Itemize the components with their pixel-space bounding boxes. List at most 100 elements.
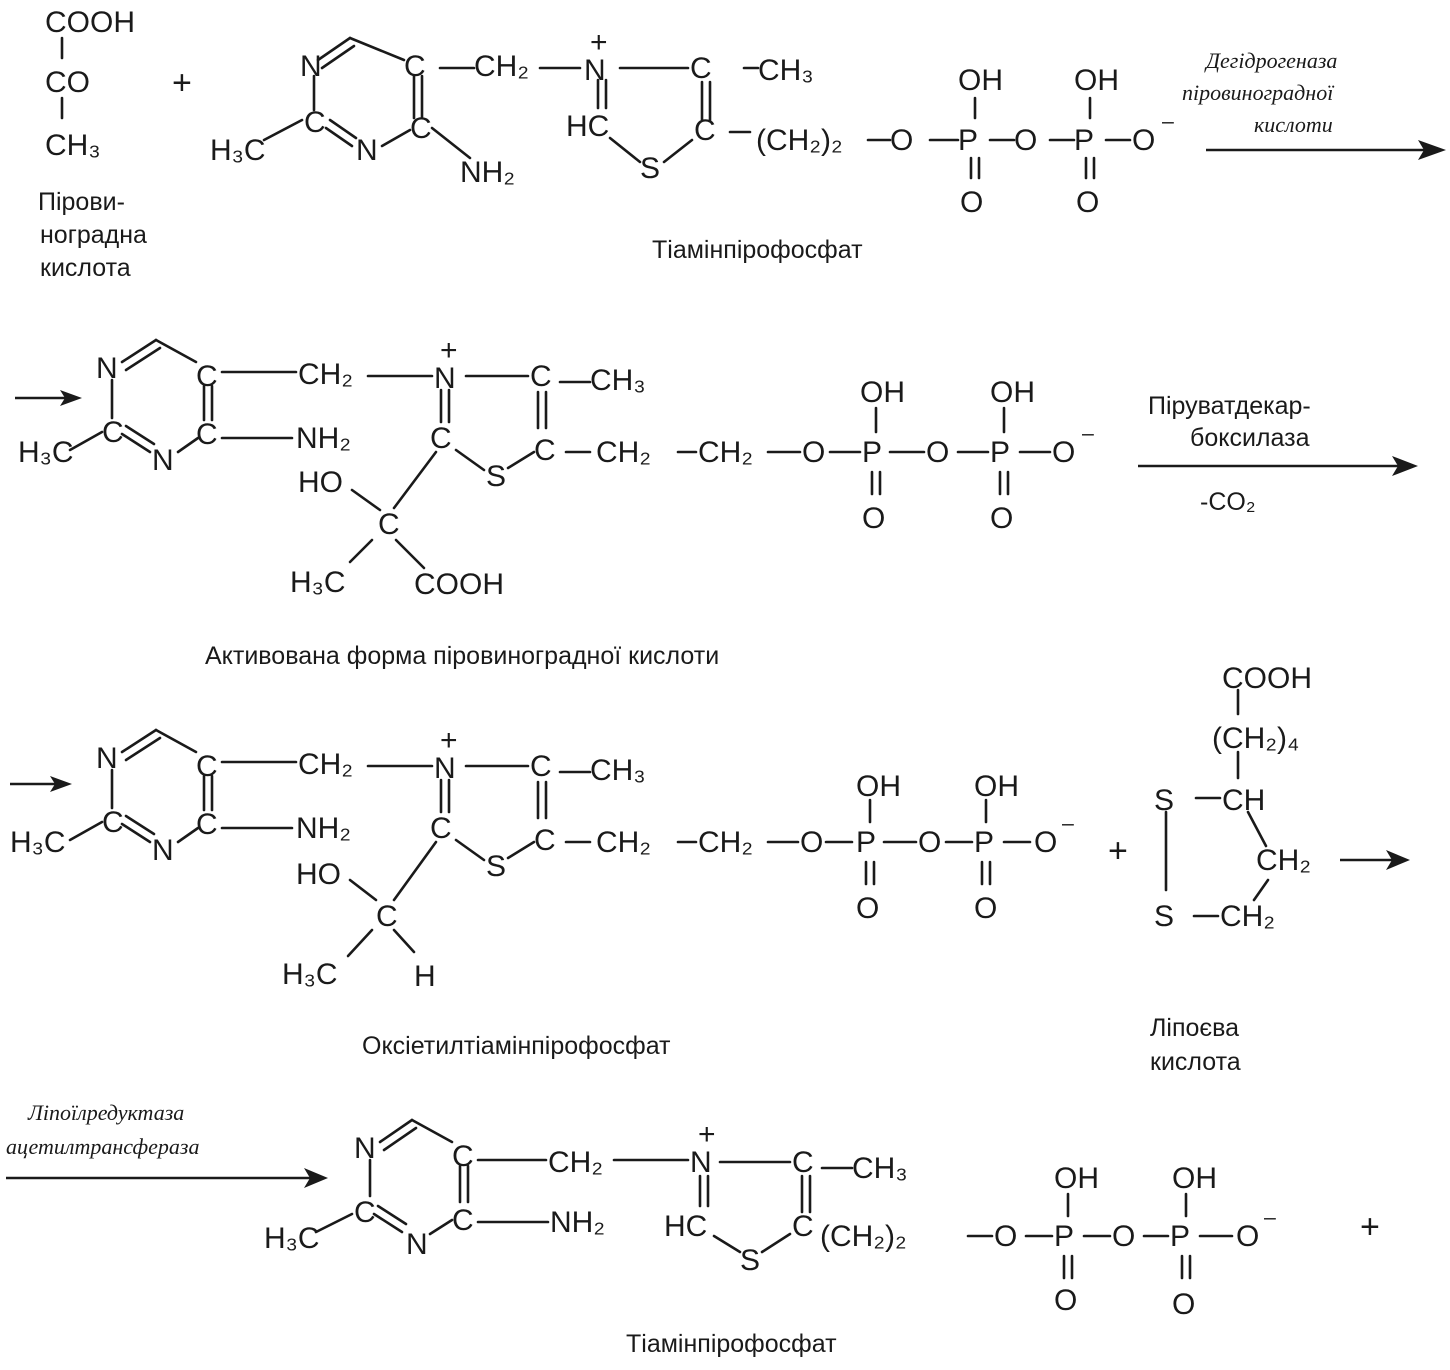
he-p2-o: O xyxy=(974,892,997,925)
lipoic-ch2-b: CH₂ xyxy=(1220,900,1275,933)
enzyme-label-1: Дегідрогеназа піровиноградної кислоти xyxy=(1182,48,1446,160)
pyruvate-caption-1: Пірови- xyxy=(38,188,125,216)
he-ch3: CH₃ xyxy=(590,754,646,787)
tpp2-ethylene: (CH₂)₂ xyxy=(820,1220,907,1253)
tpp2-caption: Тіамінпірофосфат xyxy=(626,1330,837,1358)
ap-thiazolium-n: N xyxy=(434,362,456,395)
ap-c5: C xyxy=(196,360,218,393)
tpp2-p2-oh: OH xyxy=(1172,1162,1217,1195)
tpp1-sulfur: S xyxy=(640,152,660,185)
tpp2-c4: C xyxy=(452,1204,474,1237)
he-ch2-b: CH₂ xyxy=(698,826,753,859)
ap-minus: ⁻ xyxy=(1080,424,1096,457)
tpp2-amino: NH₂ xyxy=(550,1206,605,1239)
ap-p1-oh: OH xyxy=(860,376,905,409)
thiamine-pyrophosphate-1: N C C N C H₃C NH₂ CH₂ N + C CH₃ HC S C (… xyxy=(210,26,1176,264)
enzyme-label-2: Піруватдекар- боксилаза -CO₂ xyxy=(1138,392,1418,516)
he-n1: N xyxy=(96,742,118,775)
pyruvate-methyl: CH₃ xyxy=(45,129,101,162)
continuation-arrow-3 xyxy=(10,776,72,792)
ap-hydroxyl: HO xyxy=(298,466,343,499)
hydroxyethyl-tpp: N C C N C H₃C NH₂ CH₂ N + C CH₃ C S C CH… xyxy=(10,724,1076,1060)
tpp2-o2: O xyxy=(1112,1220,1135,1253)
co2-release: -CO₂ xyxy=(1200,488,1256,516)
tpp2-p1: P xyxy=(1054,1220,1074,1253)
tpp1-o2: O xyxy=(1014,124,1037,157)
he-o2: O xyxy=(918,826,941,859)
tpp1-p2-o: O xyxy=(1076,186,1099,219)
he-c5-thiazole: C xyxy=(534,824,556,857)
activated-pyruvate: N C C N C H₃C NH₂ CH₂ N + C CH₃ C S C CH… xyxy=(18,334,1096,670)
he-c5: C xyxy=(196,750,218,783)
tpp1-c5-thiazole: C xyxy=(694,114,716,147)
tpp1-n3: N xyxy=(356,134,378,167)
reaction-arrow-2 xyxy=(1138,456,1418,476)
he-methyl: H₃C xyxy=(10,826,66,859)
tpp1-caption: Тіамінпірофосфат xyxy=(652,236,863,264)
enzyme1-line-2: піровиноградної xyxy=(1182,80,1335,105)
he-n3: N xyxy=(152,834,174,867)
he-alpha-carbon: C xyxy=(376,900,398,933)
ap-p2: P xyxy=(990,436,1010,469)
he-bridge-ch2: CH₂ xyxy=(298,748,353,781)
ap-alpha-methyl: H₃C xyxy=(290,566,346,599)
he-p1: P xyxy=(856,826,876,859)
enzyme-label-4: Ліпоїлредуктаза ацетилтрансфераза xyxy=(6,1100,328,1188)
tpp1-minus: ⁻ xyxy=(1160,112,1176,145)
tpp1-amino: NH₂ xyxy=(460,156,515,189)
he-sulfur: S xyxy=(486,850,506,883)
lipoic-s2: S xyxy=(1154,900,1174,933)
tpp1-p2: P xyxy=(1074,124,1094,157)
he-p1-oh: OH xyxy=(856,770,901,803)
he-c2: C xyxy=(102,806,124,839)
tpp2-p1-o: O xyxy=(1054,1284,1077,1317)
lipoic-chain: (CH₂)₄ xyxy=(1212,722,1299,755)
thiamine-pyrophosphate-2: N C C N C H₃C NH₂ CH₂ N + C CH₃ HC S C (… xyxy=(264,1118,1278,1358)
tpp1-ethylene: (CH₂)₂ xyxy=(756,124,843,157)
tpp2-c5-thiazole: C xyxy=(792,1210,814,1243)
tpp2-n3: N xyxy=(406,1228,428,1261)
tpp2-sulfur: S xyxy=(740,1244,760,1277)
he-c4-thiazole: C xyxy=(530,750,552,783)
tpp1-p1-o: O xyxy=(960,186,983,219)
tpp2-n1: N xyxy=(354,1132,376,1165)
ap-c2-thiazole: C xyxy=(430,422,452,455)
pyruvate-caption-2: ноградна xyxy=(40,221,147,249)
ap-c4: C xyxy=(196,418,218,451)
he-thiazolium-n: N xyxy=(434,752,456,785)
tpp2-p2-o: O xyxy=(1172,1288,1195,1321)
he-c4: C xyxy=(196,808,218,841)
he-hydroxyl: HO xyxy=(296,858,341,891)
lipoic-acid: COOH (CH₂)₄ S CH CH₂ S CH₂ Ліпоєва кисло… xyxy=(1150,662,1312,1076)
tpp1-c4: C xyxy=(410,112,432,145)
tpp2-o3: O xyxy=(1236,1220,1259,1253)
he-minus: ⁻ xyxy=(1060,814,1076,847)
ap-sulfur: S xyxy=(486,460,506,493)
lipoic-s1: S xyxy=(1154,784,1174,817)
reaction-arrow-1 xyxy=(1206,140,1446,160)
pyruvate-caption-3: кислота xyxy=(40,254,131,282)
enzyme2-line-2: боксилаза xyxy=(1190,424,1310,452)
tpp2-ch3: CH₃ xyxy=(852,1152,908,1185)
he-o1: O xyxy=(800,826,823,859)
tpp1-p1: P xyxy=(958,124,978,157)
tpp2-o1: O xyxy=(994,1220,1017,1253)
tpp2-c2-hc: HC xyxy=(664,1210,707,1243)
tpp2-p2: P xyxy=(1170,1220,1190,1253)
he-ch2-a: CH₂ xyxy=(596,826,651,859)
he-alpha-methyl: H₃C xyxy=(282,958,338,991)
lipoic-caption-1: Ліпоєва xyxy=(1150,1014,1239,1042)
ap-p1-o: O xyxy=(862,502,885,535)
tpp2-charge: + xyxy=(698,1118,716,1151)
enzyme1-line-3: кислоти xyxy=(1254,112,1333,137)
tpp1-c2-hc: HC xyxy=(566,110,609,143)
tpp1-o3: O xyxy=(1132,124,1155,157)
ap-o2: O xyxy=(926,436,949,469)
tpp1-n1: N xyxy=(300,50,322,83)
tpp1-c5: C xyxy=(404,50,426,83)
he-p2-oh: OH xyxy=(974,770,1019,803)
reaction-arrow-3 xyxy=(1340,850,1410,870)
tpp1-charge: + xyxy=(590,26,608,59)
tpp2-minus: ⁻ xyxy=(1262,1208,1278,1241)
